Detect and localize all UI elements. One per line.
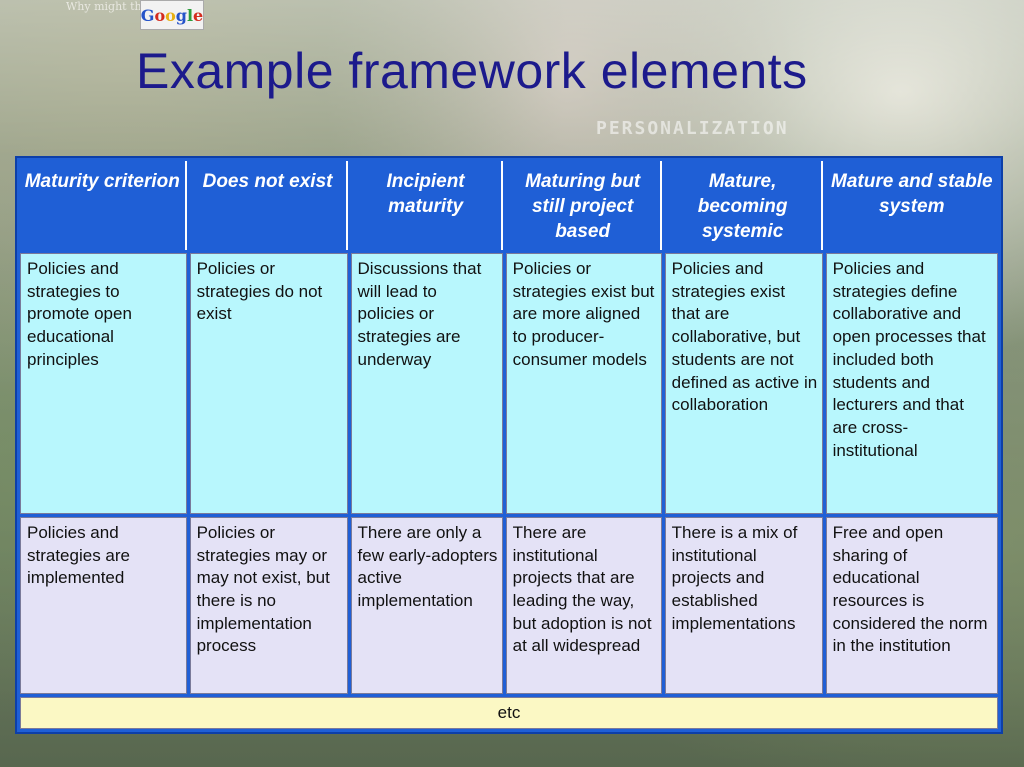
framework-table: Maturity criterion Does not exist Incipi… bbox=[17, 158, 1001, 732]
table-cell: Policies and strategies are implemented bbox=[20, 516, 187, 694]
header-mature-stable-system: Mature and stable system bbox=[825, 161, 998, 250]
table-row: Policies and strategies to promote open … bbox=[20, 253, 998, 514]
table-cell: Policies or strategies exist but are mor… bbox=[505, 253, 662, 514]
table-cell: There is a mix of institutional projects… bbox=[664, 516, 823, 694]
table-cell: There are only a few early-adopters acti… bbox=[350, 516, 503, 694]
table-cell: Policies or strategies do not exist bbox=[189, 253, 348, 514]
table-cell: Policies and strategies to promote open … bbox=[20, 253, 187, 514]
table-cell: Policies and strategies define collabora… bbox=[825, 253, 998, 514]
background-watermark: PERSONALIZATION bbox=[596, 118, 789, 139]
table-cell: There are institutional projects that ar… bbox=[505, 516, 662, 694]
header-incipient-maturity: Incipient maturity bbox=[350, 161, 503, 250]
header-mature-becoming-systemic: Mature, becoming systemic bbox=[664, 161, 823, 250]
table-cell: Discussions that will lead to policies o… bbox=[350, 253, 503, 514]
table-cell: Policies or strategies may or may not ex… bbox=[189, 516, 348, 694]
table-header-row: Maturity criterion Does not exist Incipi… bbox=[20, 161, 998, 250]
table-row: Policies and strategies are implemented … bbox=[20, 516, 998, 694]
table-cell: Free and open sharing of educational res… bbox=[825, 516, 998, 694]
framework-table-container: Maturity criterion Does not exist Incipi… bbox=[15, 156, 1003, 734]
header-does-not-exist: Does not exist bbox=[189, 161, 348, 250]
table-cell: Policies and strategies exist that are c… bbox=[664, 253, 823, 514]
slide-title: Example framework elements bbox=[136, 43, 808, 99]
header-maturity-criterion: Maturity criterion bbox=[20, 161, 187, 250]
header-maturing-project-based: Maturing but still project based bbox=[505, 161, 662, 250]
table-footer-etc: etc bbox=[20, 697, 998, 729]
table-footer-row: etc bbox=[20, 697, 998, 729]
